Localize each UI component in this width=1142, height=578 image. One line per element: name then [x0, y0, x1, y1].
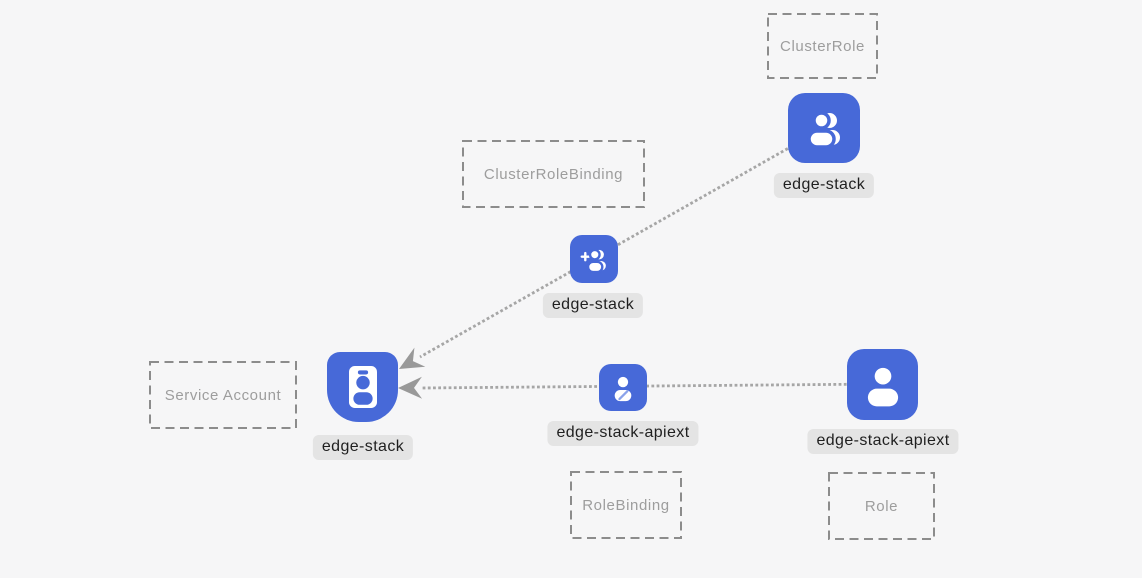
arrowhead-icon [399, 347, 426, 369]
user-icon [867, 367, 898, 406]
node-clusterrolebinding-edge-stack[interactable] [570, 235, 618, 283]
id-badge-icon [348, 366, 377, 408]
clusterrolebinding-type-label: ClusterRoleBinding [483, 165, 624, 183]
node-role-edge-stack-apiext[interactable] [847, 349, 918, 420]
clusterrole-type-label: ClusterRole [780, 37, 865, 55]
user-edit-icon [614, 376, 632, 401]
node-rolebinding-edge-stack-apiext[interactable] [599, 364, 647, 411]
serviceaccount-type-box: Service Account [149, 361, 297, 429]
node-label: edge-stack [312, 435, 414, 460]
clusterrole-to-serviceaccount-line [419, 126, 825, 359]
node-label: edge-stack-apiext [547, 421, 699, 446]
pencil-icon [618, 389, 629, 400]
arrowhead-icon [398, 376, 423, 399]
clusterrole-type-box: ClusterRole [767, 13, 878, 79]
node-serviceaccount-edge-stack[interactable] [327, 352, 398, 422]
role-type-label: Role [864, 497, 899, 515]
role-type-box: Role [828, 472, 935, 540]
node-label: edge-stack [773, 173, 875, 198]
user-plus-icon [580, 248, 606, 274]
users-icon [807, 111, 840, 149]
node-label: edge-stack [542, 293, 644, 318]
node-label: edge-stack-apiext [807, 429, 959, 454]
clusterrolebinding-type-box: ClusterRoleBinding [462, 140, 645, 208]
rolebinding-type-label: RoleBinding [582, 496, 670, 514]
role-to-serviceaccount-line [420, 382, 884, 390]
rolebinding-type-box: RoleBinding [570, 471, 682, 539]
node-clusterrole-edge-stack[interactable] [788, 93, 860, 163]
serviceaccount-type-label: Service Account [164, 386, 282, 404]
